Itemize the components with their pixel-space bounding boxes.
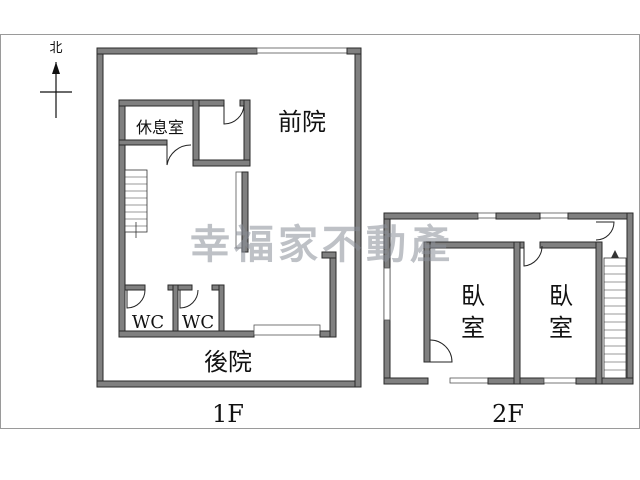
interior-partition (241, 171, 249, 253)
bedroom-right-line-1: 臥室 (549, 282, 573, 342)
wc-wall-right (218, 284, 225, 332)
north-arrow-icon: 北 (40, 41, 72, 118)
window-icon (383, 267, 391, 321)
floor-2-wall-bottom-c (575, 377, 634, 385)
door-swing-icon (523, 245, 543, 267)
rest-room-label: 休息室 (136, 118, 184, 137)
door-swing-icon (166, 143, 192, 166)
floor-1-plan: 休息室 WC WC 前院 後院 1F (96, 47, 362, 428)
door-swing-icon (595, 221, 615, 241)
wc-right-label: WC (182, 312, 214, 333)
rest-room-wall-bottom-right (192, 159, 251, 167)
floor-2-wall-top-a (383, 212, 479, 220)
floor-1-wall-top (96, 47, 258, 55)
front-yard-label: 前院 (278, 108, 326, 136)
floor-1-wall-right (354, 47, 362, 388)
window-icon (449, 377, 491, 384)
inner-wall-step (321, 251, 337, 259)
wc-left-label: WC (132, 312, 164, 333)
back-window (253, 324, 321, 336)
bedroom-wall-left (423, 241, 431, 363)
door-swing-icon (179, 289, 199, 309)
inner-wall-top (118, 99, 225, 107)
floor-2-wall-right (626, 212, 634, 385)
watermark-text: 幸福家不動產 (190, 222, 454, 268)
staircase-icon (124, 169, 148, 238)
floor-2-plan: 臥室 臥室 臥室 2F (383, 212, 634, 428)
floor-1-wall-left (96, 47, 104, 388)
floor-2-wall-bottom-a (383, 377, 429, 385)
floor-1-caption: 1F (212, 400, 244, 428)
door-swing-icon (429, 339, 453, 363)
inner-wall-left (118, 99, 126, 338)
compass-label: 北 (49, 41, 62, 56)
staircase-icon (603, 250, 627, 379)
rest-room-wall-bottom (118, 139, 168, 146)
bedroom-wall-right (595, 241, 603, 385)
floor-1-wall-top-end (346, 47, 362, 55)
wc-divider (172, 284, 179, 332)
bedroom-wall-top-right (539, 241, 601, 249)
back-yard-label: 後院 (204, 348, 252, 376)
inner-wall-right-upper (243, 99, 251, 167)
bedroom-divider (513, 241, 521, 385)
wc-wall-top-mid (167, 284, 193, 291)
window-icon (543, 377, 579, 384)
window-icon (256, 47, 348, 54)
bedroom-left-line-1: 臥室 (461, 282, 485, 342)
floor-2-caption: 2F (492, 400, 524, 428)
rest-room-wall-right (192, 99, 200, 167)
wc-wall-top-left (124, 284, 146, 291)
floor-2-wall-top-b (495, 212, 541, 220)
door-swing-icon (126, 289, 146, 309)
floor-2-wall-top-c (567, 212, 634, 220)
floor-1-wall-bottom (96, 380, 362, 388)
door-swing-icon (223, 103, 245, 125)
